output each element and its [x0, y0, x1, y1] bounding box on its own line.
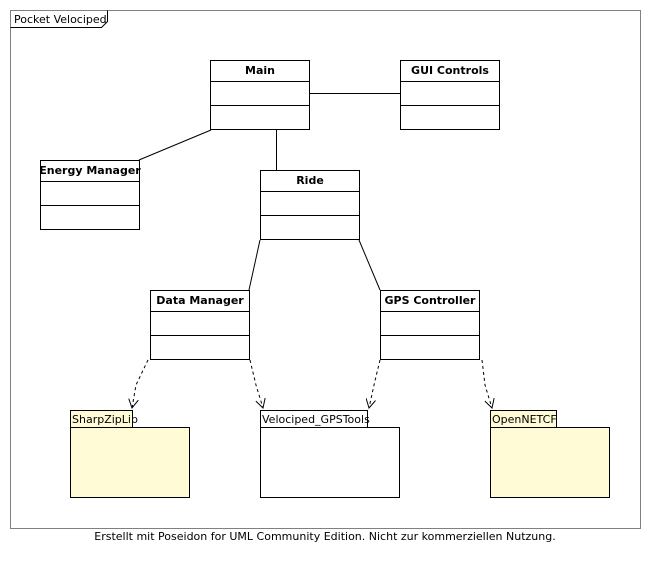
class-main[interactable]: Main [210, 60, 310, 130]
frame-title-tab [10, 10, 108, 28]
class-ride[interactable]: Ride [260, 170, 360, 240]
class-data-manager[interactable]: Data Manager [150, 290, 250, 360]
package-name: OpenNETCF [492, 413, 557, 426]
class-name: Energy Manager [39, 164, 141, 177]
frame-title: Pocket Velociped [14, 13, 107, 26]
class-name: Main [245, 64, 275, 77]
package-opennetcf[interactable]: OpenNETCF [490, 410, 610, 498]
package-name: Velociped_GPSTools [262, 413, 370, 426]
package-sharpziplib[interactable]: SharpZipLib [70, 410, 190, 498]
package-velociped-gpstools[interactable]: Velociped_GPSTools [260, 410, 400, 498]
package-name: SharpZipLib [72, 413, 138, 426]
dep-gps-opennetcf [481, 359, 492, 408]
assoc-main-energy [138, 129, 212, 161]
assoc-ride-data [248, 239, 261, 291]
dep-data-sharpzip [132, 359, 149, 408]
class-energy-manager[interactable]: Energy Manager [39, 160, 141, 230]
assoc-ride-gps [358, 239, 381, 291]
dep-data-gpstools [249, 359, 263, 408]
class-name: GPS Controller [385, 294, 477, 307]
class-gps-controller[interactable]: GPS Controller [380, 290, 480, 360]
footer-note: Erstellt mit Poseidon for UML Community … [94, 530, 556, 543]
class-gui-controls[interactable]: GUI Controls [400, 60, 500, 130]
class-name: Data Manager [156, 294, 244, 307]
dep-gps-gpstools [369, 359, 381, 408]
class-name: Ride [296, 174, 324, 187]
class-name: GUI Controls [411, 64, 489, 77]
